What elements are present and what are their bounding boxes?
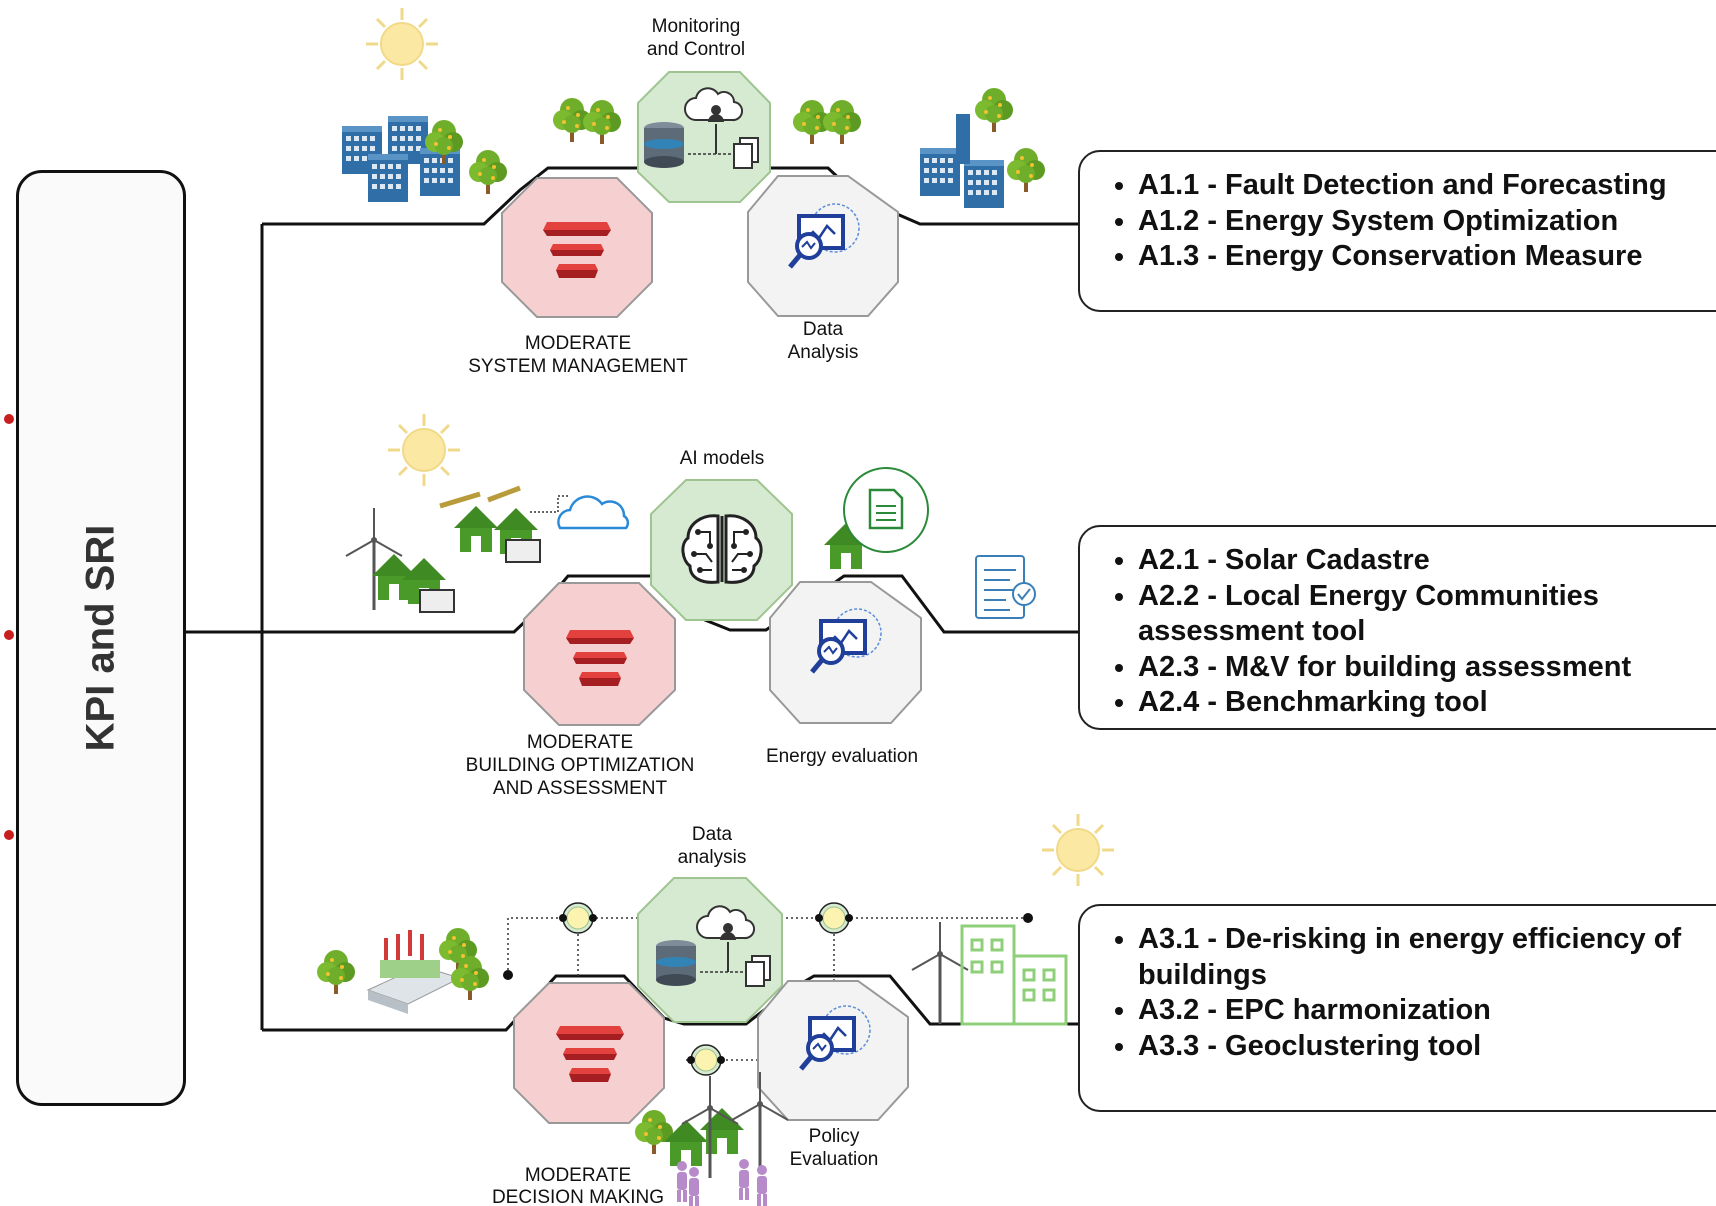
cloud-link bbox=[530, 495, 570, 513]
row2-outcome-list: A2.1 - Solar Cadastre A2.2 - Local Energ… bbox=[1112, 543, 1716, 721]
row3-left-label: MODERATE DECISION MAKING bbox=[492, 1165, 664, 1206]
network-node-icon bbox=[814, 902, 854, 934]
row1-outcome-card: A1.1 - Fault Detection and Forecasting A… bbox=[1078, 150, 1716, 312]
cloud-icon bbox=[557, 495, 630, 530]
list-item: A2.4 - Benchmarking tool bbox=[1138, 685, 1716, 721]
tree-icon bbox=[317, 950, 355, 994]
tree-icon bbox=[975, 88, 1013, 132]
campus-buildings-icon bbox=[920, 114, 1004, 208]
sun-icon bbox=[364, 6, 440, 82]
left-edge-marker bbox=[4, 414, 14, 424]
svg-text:MODERATE: MODERATE bbox=[525, 1165, 631, 1186]
smart-homes-icon bbox=[372, 485, 541, 613]
row1-right-label: Data Analysis bbox=[788, 319, 859, 363]
sun-icon bbox=[386, 412, 462, 488]
svg-text:Data: Data bbox=[803, 319, 844, 340]
row2-outcome-card: A2.1 - Solar Cadastre A2.2 - Local Energ… bbox=[1078, 525, 1716, 730]
row3-top-label: Data analysis bbox=[678, 824, 747, 868]
svg-text:Policy: Policy bbox=[809, 1126, 860, 1147]
factory-icon bbox=[366, 930, 462, 1014]
checklist-icon bbox=[975, 555, 1036, 619]
document-icon bbox=[843, 467, 929, 553]
svg-text:Energy evaluation: Energy evaluation bbox=[766, 746, 918, 767]
tree-icon bbox=[823, 100, 861, 144]
row3-outcome-list: A3.1 - De-risking in energy efficiency o… bbox=[1112, 922, 1716, 1064]
list-item: A3.3 - Geoclustering tool bbox=[1138, 1029, 1716, 1065]
network-node-icon bbox=[686, 1044, 726, 1076]
svg-text:analysis: analysis bbox=[678, 847, 747, 868]
tree-icon bbox=[469, 150, 507, 194]
network-node-icon bbox=[558, 902, 598, 934]
list-item: A2.3 - M&V for building assessment bbox=[1138, 650, 1716, 686]
svg-text:MODERATE: MODERATE bbox=[527, 732, 633, 753]
svg-text:Analysis: Analysis bbox=[788, 342, 859, 363]
wind-turbine-icon bbox=[910, 920, 970, 1026]
svg-text:Evaluation: Evaluation bbox=[790, 1149, 879, 1170]
svg-text:MODERATE: MODERATE bbox=[525, 333, 631, 354]
svg-text:Monitoring: Monitoring bbox=[652, 16, 741, 37]
row2-top-label: AI models bbox=[680, 448, 764, 469]
list-item: A3.1 - De-risking in energy efficiency o… bbox=[1138, 922, 1716, 993]
svg-text:DECISION MAKING: DECISION MAKING bbox=[492, 1187, 664, 1206]
trunk-connectors bbox=[186, 224, 264, 1030]
svg-text:BUILDING OPTIMIZATION: BUILDING OPTIMIZATION bbox=[466, 755, 695, 776]
list-item: A2.1 - Solar Cadastre bbox=[1138, 543, 1716, 579]
row1-top-label: Monitoring and Control bbox=[647, 16, 745, 60]
svg-text:AI models: AI models bbox=[680, 448, 764, 469]
svg-text:AND ASSESSMENT: AND ASSESSMENT bbox=[493, 778, 668, 799]
tree-icon bbox=[1007, 148, 1045, 192]
row2-left-label: MODERATE BUILDING OPTIMIZATION AND ASSES… bbox=[466, 732, 695, 799]
row1-left-label: MODERATE SYSTEM MANAGEMENT bbox=[468, 333, 688, 377]
list-item: A1.2 - Energy System Optimization bbox=[1138, 204, 1716, 240]
row3-outcome-card: A3.1 - De-risking in energy efficiency o… bbox=[1078, 904, 1716, 1112]
row2-right-label: Energy evaluation bbox=[766, 746, 918, 767]
list-item: A1.3 - Energy Conservation Measure bbox=[1138, 239, 1716, 275]
brain-icon bbox=[681, 514, 763, 584]
network-endpoint-dot bbox=[503, 970, 513, 980]
svg-text:SYSTEM MANAGEMENT: SYSTEM MANAGEMENT bbox=[468, 356, 688, 377]
row1-outcome-list: A1.1 - Fault Detection and Forecasting A… bbox=[1112, 168, 1716, 275]
sun-icon bbox=[1040, 812, 1116, 888]
tree-icon bbox=[583, 100, 621, 144]
list-item: A2.2 - Local Energy Communities assessme… bbox=[1138, 579, 1716, 650]
svg-text:Data: Data bbox=[692, 824, 733, 845]
list-item: A1.1 - Fault Detection and Forecasting bbox=[1138, 168, 1716, 204]
list-item: A3.2 - EPC harmonization bbox=[1138, 993, 1716, 1029]
left-edge-marker bbox=[4, 830, 14, 840]
network-endpoint-dot bbox=[1023, 913, 1033, 923]
kpi-sri-box: KPI and SRI bbox=[16, 170, 186, 1106]
left-edge-marker bbox=[4, 630, 14, 640]
office-building-icon bbox=[960, 924, 1068, 1026]
svg-text:and Control: and Control bbox=[647, 39, 745, 60]
row3-right-label: Policy Evaluation bbox=[790, 1126, 879, 1170]
